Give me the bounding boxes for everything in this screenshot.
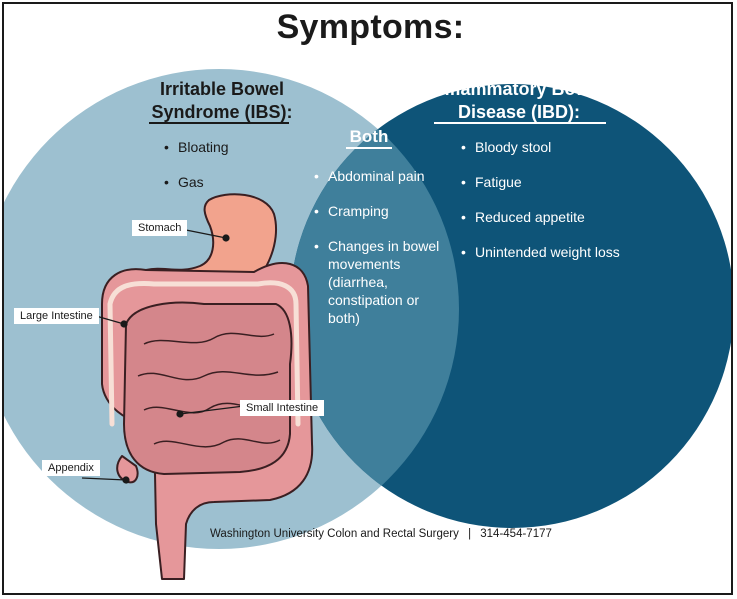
ibd-symptom-item: Reduced appetite xyxy=(459,208,659,226)
footer-organization: Washington University Colon and Rectal S… xyxy=(210,528,459,540)
ibd-symptom-item: Unintended weight loss xyxy=(459,243,659,261)
page-title: Symptoms: xyxy=(276,8,465,46)
both-symptom-item: Changes in bowel movements (diarrhea, co… xyxy=(312,237,452,327)
callout-lines xyxy=(81,229,245,484)
ibs-heading-line2: Syndrome (IBS): xyxy=(151,102,293,122)
ibd-heading-line2: Disease (IBD): xyxy=(457,102,581,122)
digestive-tract-illustration xyxy=(101,193,314,580)
venn-diagram xyxy=(4,69,731,580)
overlap-region xyxy=(290,84,459,528)
ibd-symptom-item: Bloody stool xyxy=(459,138,659,156)
both-symptom-item: Abdominal pain xyxy=(312,167,452,185)
ibd-symptom-item: Fatigue xyxy=(459,173,659,191)
ibd-symptom-list: Bloody stool Fatigue Reduced appetite Un… xyxy=(459,138,659,261)
footer-separator: | xyxy=(468,528,472,540)
both-heading-rule xyxy=(346,147,392,149)
footer-phone: 314-454-7177 xyxy=(480,528,552,540)
ibd-heading: Inflammatory Bowel Disease (IBD): xyxy=(414,78,624,124)
stomach-label: Stomach xyxy=(132,220,188,236)
large-intestine-label: Large Intestine xyxy=(14,308,99,324)
ibs-symptom-item: Bloating xyxy=(162,138,292,156)
both-heading: Both xyxy=(349,127,389,146)
ibs-symptom-list: Bloating Gas xyxy=(162,138,292,191)
ibs-heading: Irritable Bowel Syndrome (IBS): xyxy=(132,78,312,124)
ibs-heading-rule xyxy=(149,122,289,124)
appendix-label: Appendix xyxy=(42,460,100,476)
small-intestine-label: Small Intestine xyxy=(240,400,325,416)
both-symptom-item: Cramping xyxy=(312,202,452,220)
ibs-symptom-item: Gas xyxy=(162,173,292,191)
footer-credit: Washington University Colon and Rectal S… xyxy=(210,528,552,540)
ibs-heading-line1: Irritable Bowel xyxy=(159,79,285,99)
small-intestine-shape xyxy=(123,301,293,475)
ibd-heading-line1: Inflammatory Bowel xyxy=(433,79,605,99)
ibd-heading-rule xyxy=(434,122,606,124)
both-symptom-list: Abdominal pain Cramping Changes in bowel… xyxy=(312,167,452,327)
